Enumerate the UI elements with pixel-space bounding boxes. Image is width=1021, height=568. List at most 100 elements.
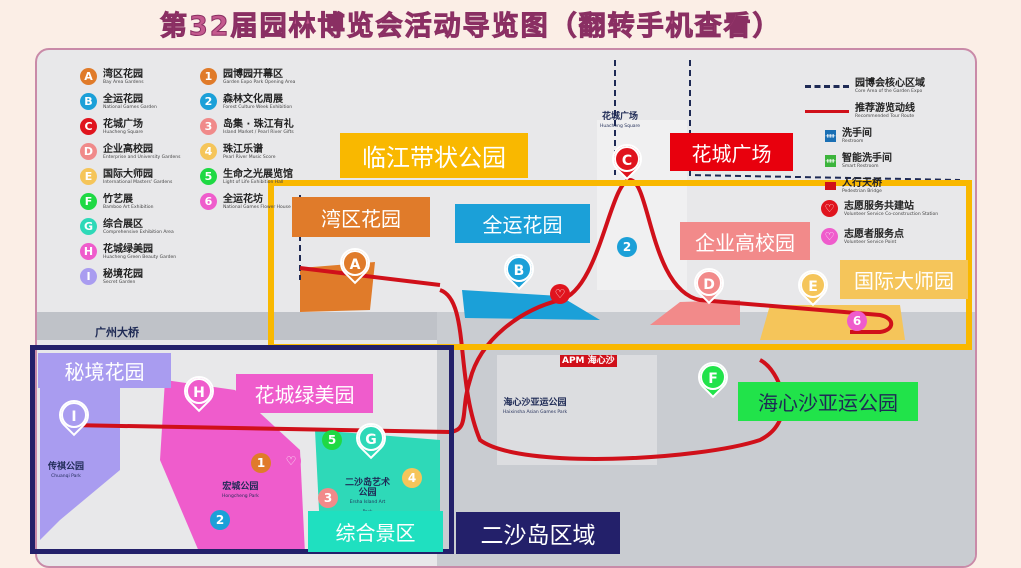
volunteer-hand-icon: ♡ (821, 200, 838, 217)
legend-en: Restroom (842, 139, 864, 144)
number-5-icon: 5 (200, 168, 217, 185)
legend-en: Bay Area Gardens (103, 79, 144, 85)
legend-en: Huacheng Green Beauty Garden (103, 254, 177, 260)
activity-1-icon[interactable]: 1 (251, 453, 271, 473)
legend-en: Huacheng Square (103, 129, 144, 135)
dashed-line-icon (805, 84, 849, 88)
legend-zh: 岛集 · 珠江有礼 (223, 118, 294, 130)
marker-h-icon: H (80, 243, 97, 260)
legend-en: Garden Expo Park Opening Area (223, 79, 296, 85)
number-6-icon: 6 (200, 193, 217, 210)
legend-en: Island Market / Pearl River Gifts (223, 129, 294, 135)
ersha-island-outline (30, 345, 454, 554)
marker-i-icon: I (80, 268, 97, 285)
volunteer-point-icon: ♡ (821, 228, 838, 245)
region-huacheng[interactable]: 花城广场 (670, 133, 793, 171)
legend-zh: 园博会核心区域 (855, 78, 925, 89)
legend-en: Pedestrian Bridge (842, 189, 882, 194)
legend-en: Comprehensive Exhibition Area (103, 229, 174, 235)
activity-2b-icon[interactable]: 2 (210, 510, 230, 530)
region-secret[interactable]: 秘境花园 (38, 353, 171, 388)
region-ersha[interactable]: 二沙岛区域 (456, 512, 620, 554)
legend-zh: 全运花坊 (223, 193, 263, 205)
volunteer-point-map-icon[interactable]: ♡ (281, 451, 301, 471)
legend-zh: 志愿服务共建站 (844, 200, 914, 212)
comp-block (315, 430, 440, 530)
legend-en: Recommended Tour Route (855, 114, 915, 119)
region-bay[interactable]: 湾区花园 (292, 197, 430, 237)
legend-en: Core Area of the Garden Expo (855, 89, 923, 94)
route-map (40, 60, 961, 554)
legend-zh: 花城绿美园 (103, 243, 153, 255)
route-segment (299, 266, 441, 287)
region-enterprise[interactable]: 企业高校园 (680, 222, 810, 260)
legend-en: Forest Culture Week Exhibition (223, 104, 293, 110)
legend-zh: 洗手间 (842, 128, 872, 139)
legend-zh: 国际大师园 (103, 168, 153, 180)
bridge-icon (825, 182, 836, 190)
region-green[interactable]: 花城绿美园 (236, 374, 373, 413)
quanyun-block (462, 290, 600, 320)
marker-a-icon: A (80, 68, 97, 85)
marker-f-icon: F (80, 193, 97, 210)
number-4-icon: 4 (200, 143, 217, 160)
volunteer-station-icon[interactable]: ♡ (550, 284, 570, 304)
legend-en: National Games Flower House (223, 204, 291, 210)
legend-zh: 竹艺展 (103, 193, 133, 205)
legend-en: National Games Garden (103, 104, 157, 110)
marker-d-icon: D (80, 143, 97, 160)
region-haixinsha[interactable]: 海心沙亚运公园 (738, 382, 918, 421)
activity-2-icon[interactable]: 2 (617, 237, 637, 257)
number-3-icon: 3 (200, 118, 217, 135)
marker-e-icon: E (80, 168, 97, 185)
region-linjiang[interactable]: 临江带状公园 (340, 133, 528, 178)
legend-en: Volunteer Service Point (844, 239, 897, 245)
legend-zh: 综合展区 (103, 218, 143, 230)
enterprise-block (650, 300, 740, 325)
legend-zh: 湾区花园 (103, 68, 143, 80)
legend-en: Smart Restroom (842, 164, 879, 169)
page-title: 第32届园林博览会活动导览图（翻转手机查看） (160, 11, 782, 43)
legend-en: Volunteer Service Co-construction Statio… (844, 211, 939, 217)
legend-en: Light of Life Exhibition Hall (223, 179, 284, 185)
region-intl[interactable]: 国际大师园 (840, 260, 968, 299)
legend-zh: 企业高校园 (103, 143, 153, 155)
activity-5-icon[interactable]: 5 (322, 430, 342, 450)
linjiang-park-outline (268, 180, 972, 350)
legend-en: Secret Garden (103, 279, 136, 285)
region-quanyun[interactable]: 全运花园 (455, 204, 590, 243)
activity-6-icon[interactable]: 6 (847, 311, 867, 331)
activity-4-icon[interactable]: 4 (402, 468, 422, 488)
marker-g-icon: G (80, 218, 97, 235)
number-1-icon: 1 (200, 68, 217, 85)
green-block (160, 380, 305, 554)
legend-en: Enterprise and University Gardens (103, 154, 181, 160)
region-comp[interactable]: 综合景区 (308, 511, 443, 552)
legend-zh: 森林文化周展 (223, 93, 283, 105)
marker-b-icon: B (80, 93, 97, 110)
activity-3-icon[interactable]: 3 (318, 488, 338, 508)
legend-en: Pearl River Music Score (223, 154, 276, 160)
